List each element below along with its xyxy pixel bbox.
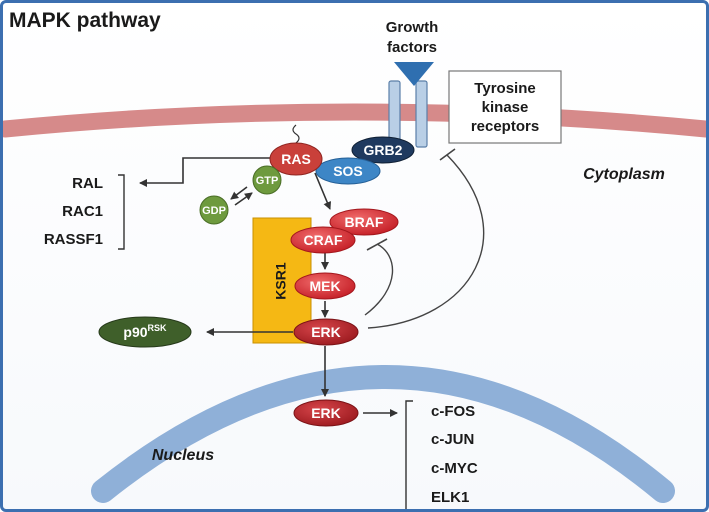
craf-node: CRAF — [290, 226, 356, 254]
diagram-title: MAPK pathway — [9, 9, 161, 32]
nucleus-label: Nucleus — [152, 447, 214, 464]
ras-effectors-bracket — [118, 174, 125, 250]
erk-receptor-feedback-line — [367, 154, 485, 329]
mapk-diagram: MAPK pathway Growth factors Tyrosine kin… — [3, 9, 706, 509]
cytoplasm-label: Cytoplasm — [583, 166, 665, 183]
target-c-jun: c-JUN — [431, 431, 474, 448]
gdp-node: GDP — [199, 195, 229, 225]
braf-node: BRAF — [329, 208, 399, 236]
nuclear-envelope — [91, 365, 675, 503]
p90rsk-node: p90RSK — [98, 316, 192, 348]
ras-node: RAS — [269, 142, 323, 176]
ras-label: RAS — [281, 151, 311, 167]
receptor-inhibition-bar — [439, 148, 456, 161]
receptor-label-line3: receptors — [471, 118, 539, 135]
ksr1-label: KSR1 — [273, 262, 289, 300]
ras-effector-rac1: RAC1 — [62, 203, 103, 220]
erk-cytoplasm-label: ERK — [311, 324, 341, 340]
ras-effector-rassf1: RASSF1 — [44, 231, 103, 248]
gdp-label: GDP — [202, 205, 226, 217]
sos-label: SOS — [333, 163, 363, 179]
target-elk1: ELK1 — [431, 489, 469, 506]
target-c-myc: c-MYC — [431, 460, 478, 477]
receptor-label-line1: Tyrosine — [474, 80, 535, 97]
ras-effector-ral: RAL — [72, 175, 103, 192]
growth-factor-ligand — [394, 62, 434, 86]
gtp-node: GTP — [252, 165, 282, 195]
rsk-superscript: RSK — [148, 323, 168, 333]
erk-nucleus-node: ERK — [293, 399, 359, 427]
grb2-label: GRB2 — [364, 142, 403, 158]
p90rsk-label: p90RSK — [123, 323, 167, 340]
cell-membrane — [3, 103, 706, 138]
tyrosine-kinase-receptor — [388, 62, 434, 148]
gtp-label: GTP — [256, 175, 279, 187]
mek-label: MEK — [309, 278, 340, 294]
erk-nucleus-label: ERK — [311, 405, 341, 421]
p90-text: p90 — [123, 324, 147, 340]
gtp-to-gdp-arrow — [230, 186, 248, 200]
braf-label: BRAF — [345, 214, 384, 230]
ras-membrane-anchor — [292, 124, 300, 144]
gdp-to-gtp-arrow — [234, 192, 253, 206]
craf-label: CRAF — [304, 232, 343, 248]
receptor-label-line2: kinase — [482, 99, 529, 116]
growth-factors-line1: Growth — [386, 19, 439, 36]
erk-targets-bracket — [405, 400, 413, 509]
grb2-node: GRB2 — [351, 136, 415, 164]
ras-to-braf-arrow — [314, 172, 331, 210]
growth-factors-line2: factors — [387, 39, 437, 56]
receptor-label-box — [448, 70, 562, 144]
ras-to-effectors-arrow — [139, 157, 271, 187]
erk-cytoplasm-node: ERK — [293, 318, 359, 346]
raf-inhibition-bar — [366, 238, 388, 251]
sos-node: SOS — [315, 157, 381, 185]
target-c-fos: c-FOS — [431, 403, 475, 420]
mek-node: MEK — [294, 272, 356, 300]
erk-raf-feedback-line — [364, 243, 394, 316]
